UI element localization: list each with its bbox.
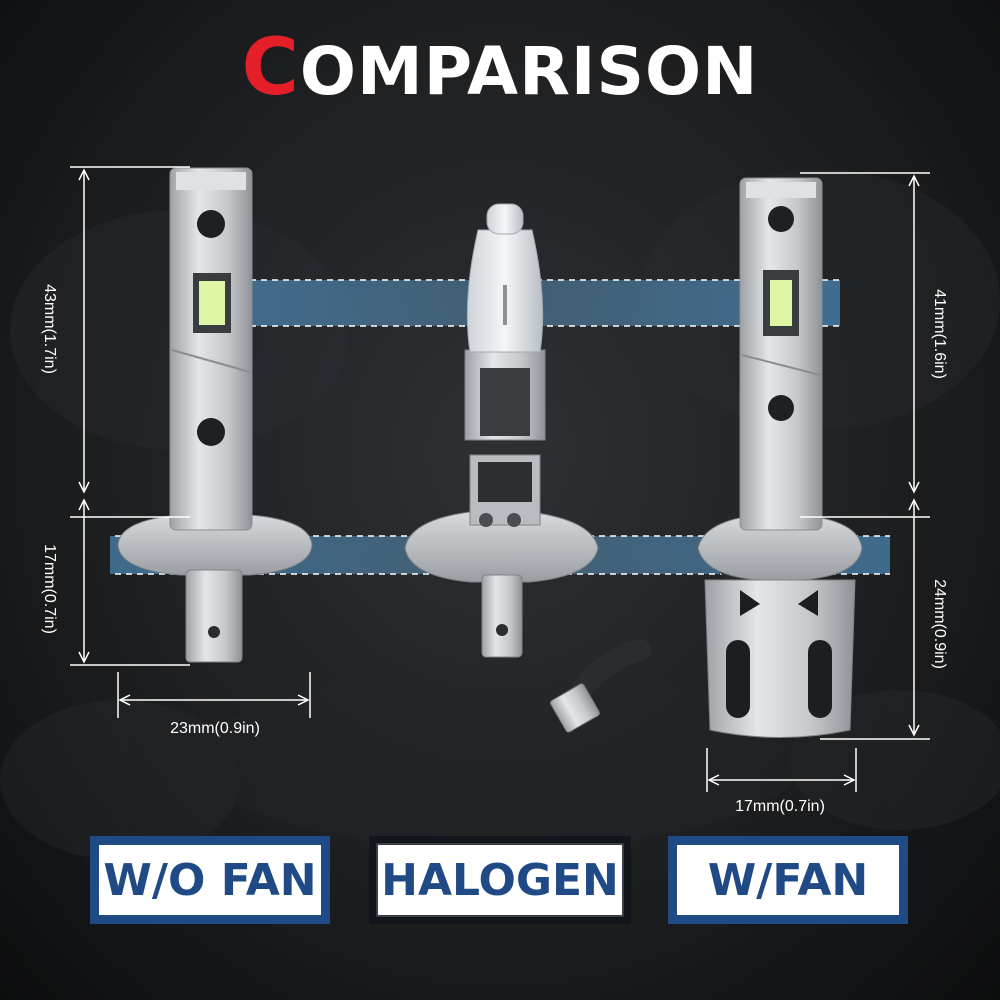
led-bulb-no-fan (117, 167, 313, 663)
dim-right-width: 17mm(0.7in) (735, 798, 825, 815)
badge-with-fan-label: W/FAN (675, 843, 901, 917)
dim-right-height-bottom: 24mm(0.9in) (931, 579, 948, 669)
dimension-lines-left (70, 166, 311, 718)
badge-without-fan-label: W/O FAN (97, 843, 323, 917)
title-rest: OMPARISON (299, 33, 759, 110)
dim-right-height-top: 41mm(1.6in) (931, 289, 948, 379)
badge-without-fan: W/O FAN (90, 836, 330, 924)
engine-background (0, 170, 1000, 860)
dim-left-height-top: 43mm(1.7in) (41, 284, 58, 374)
dim-left-height-bottom: 17mm(0.7in) (41, 544, 58, 634)
halogen-bulb (404, 203, 599, 658)
led-bulb-with-fan (550, 177, 863, 738)
title-first-letter: C (241, 23, 300, 113)
badge-halogen-label: HALOGEN (376, 843, 624, 917)
badge-with-fan: W/FAN (668, 836, 908, 924)
page-title: COMPARISON (0, 28, 1000, 112)
badge-halogen: HALOGEN (369, 836, 631, 924)
dimension-lines-right (706, 172, 930, 792)
dim-left-width: 23mm(0.9in) (170, 720, 260, 737)
